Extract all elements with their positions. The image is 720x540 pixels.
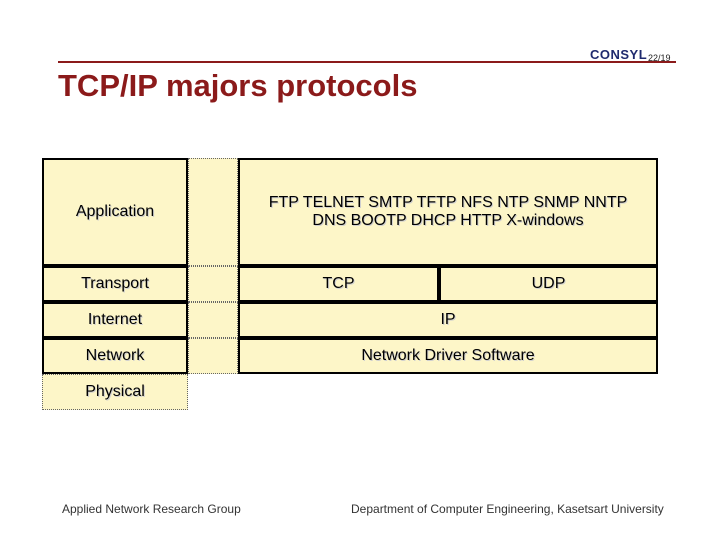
application-protocols-line2: DNS BOOTP DHCP HTTP X-windows xyxy=(312,212,584,229)
tcp-label: TCP xyxy=(322,275,355,292)
layer-physical: Physical xyxy=(42,374,188,410)
connector-transport xyxy=(188,266,238,302)
ip-label: IP xyxy=(440,311,456,328)
tcp-box: TCP xyxy=(238,266,439,302)
footer-left: Applied Network Research Group xyxy=(62,502,241,516)
connector-application xyxy=(188,158,238,266)
network-driver-box: Network Driver Software xyxy=(238,338,658,374)
header-rule xyxy=(58,61,676,63)
connector-network xyxy=(188,338,238,374)
layer-internet: Internet xyxy=(42,302,188,338)
ip-box: IP xyxy=(238,302,658,338)
layer-transport-label: Transport xyxy=(81,275,149,292)
layer-application-label: Application xyxy=(75,203,155,220)
layer-network-label: Network xyxy=(85,347,145,364)
udp-box: UDP xyxy=(439,266,658,302)
network-driver-label: Network Driver Software xyxy=(361,347,535,364)
layer-transport: Transport xyxy=(42,266,188,302)
layer-application: Application xyxy=(42,158,188,266)
layer-network: Network xyxy=(42,338,188,374)
application-protocols-box: FTP TELNET SMTP TFTP NFS NTP SNMP NNTP D… xyxy=(238,158,658,266)
footer-right: Department of Computer Engineering, Kase… xyxy=(351,502,664,516)
udp-label: UDP xyxy=(531,275,566,292)
page-number: 22/19 xyxy=(648,53,671,63)
layer-internet-label: Internet xyxy=(87,311,143,328)
logo-text: CONSYL xyxy=(590,47,648,62)
consyl-logo: CONSYL xyxy=(590,47,647,62)
connector-internet xyxy=(188,302,238,338)
application-protocols-line1: FTP TELNET SMTP TFTP NFS NTP SNMP NNTP xyxy=(268,194,628,211)
layer-physical-label: Physical xyxy=(85,383,145,400)
page-title: TCP/IP majors protocols xyxy=(58,68,418,103)
